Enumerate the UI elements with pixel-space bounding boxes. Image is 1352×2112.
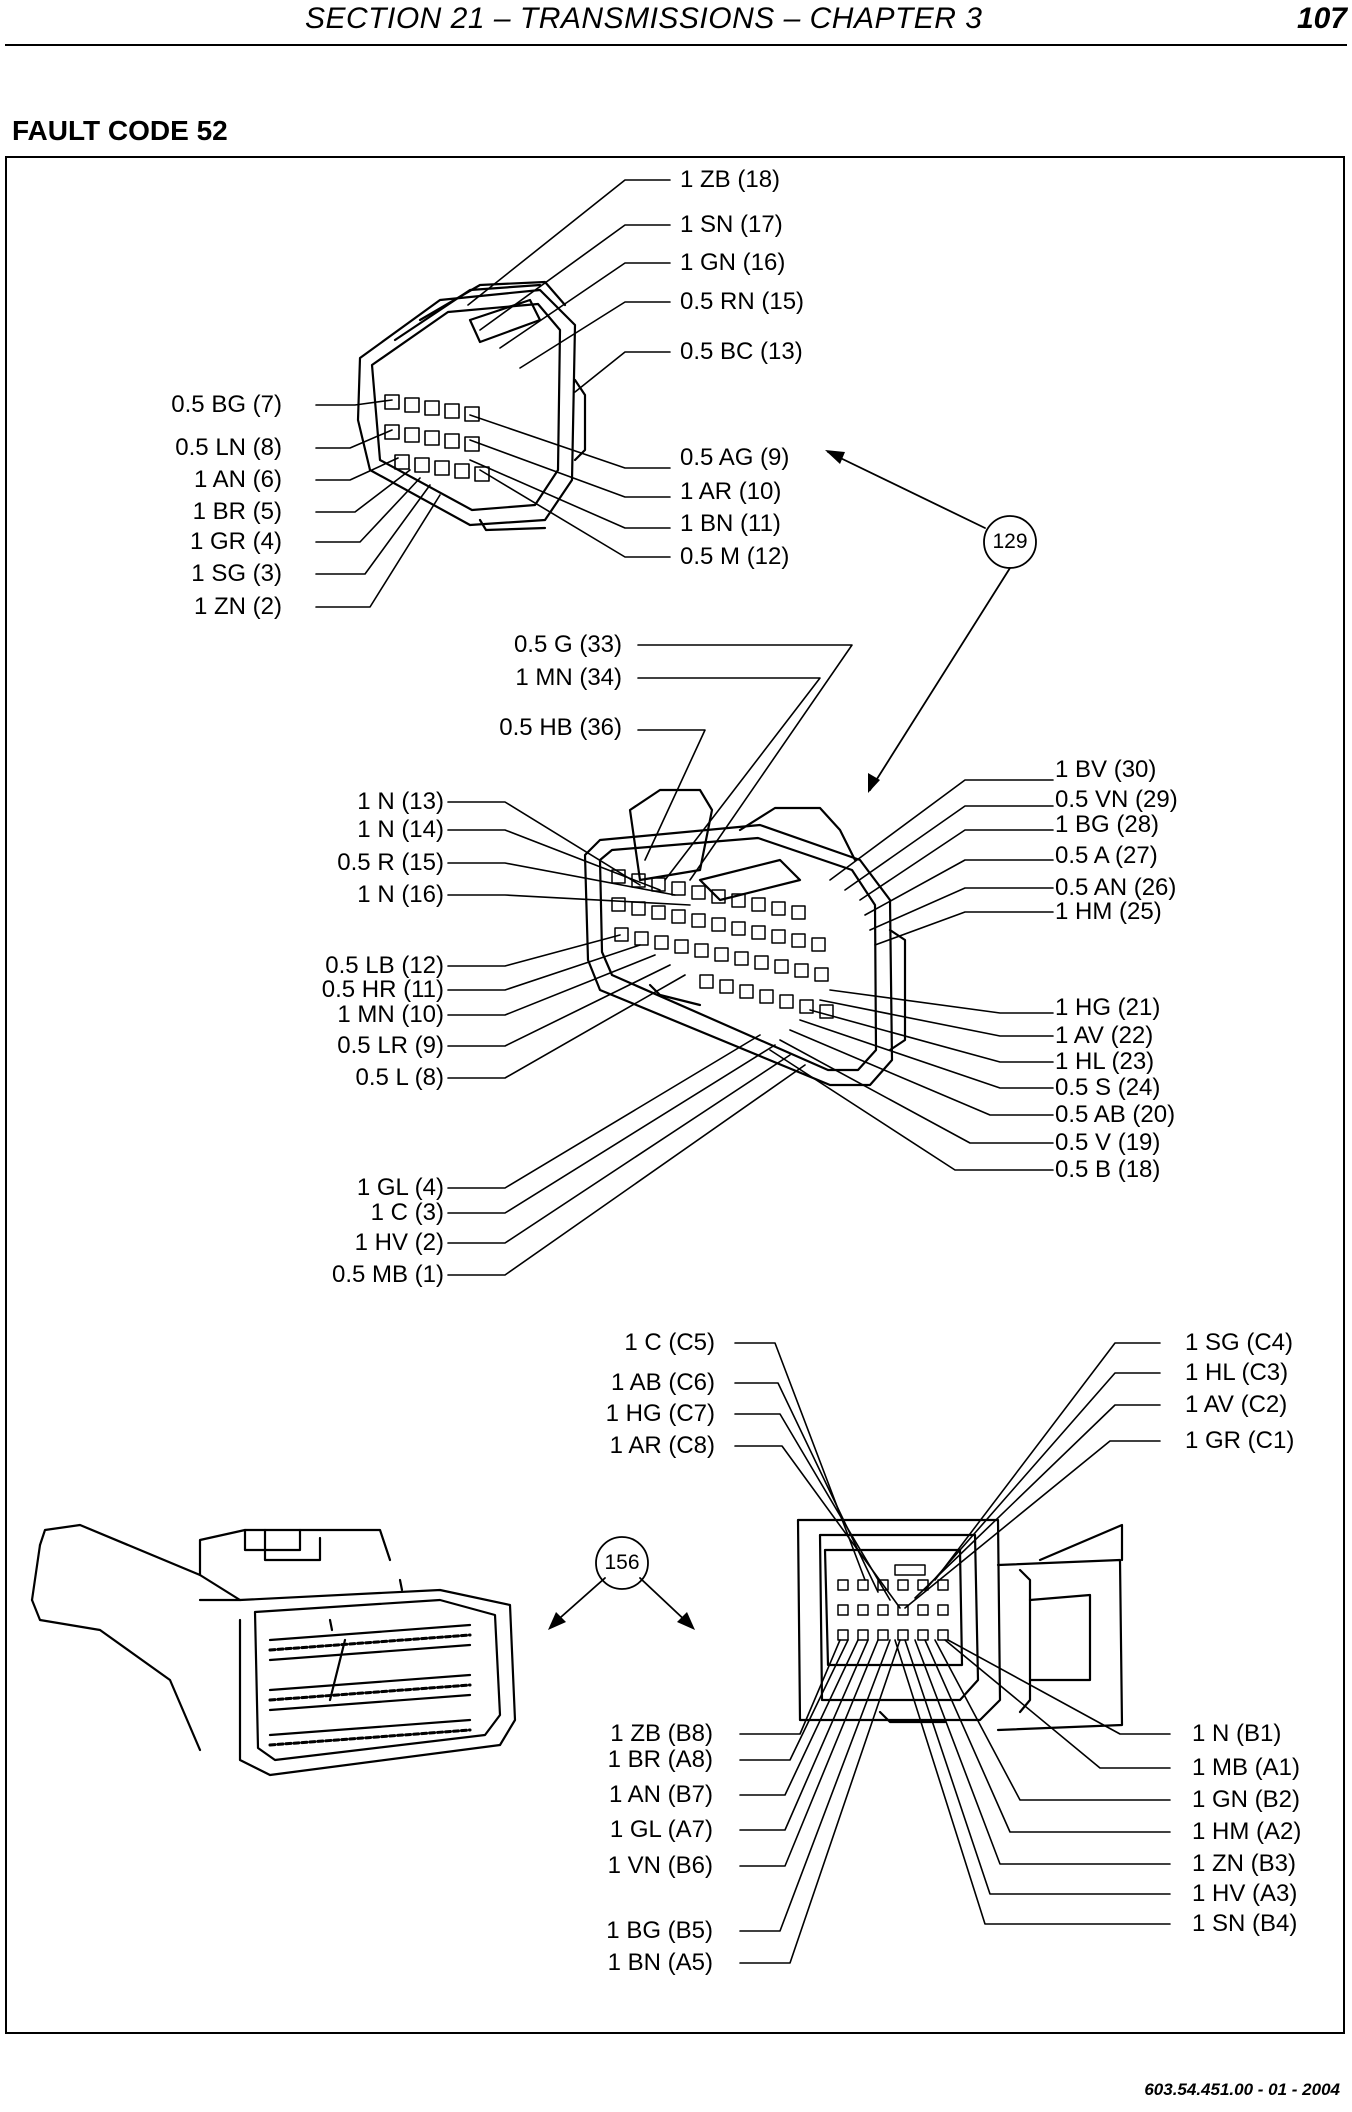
connector-a-wire-label: 1 ZN (2) (193, 593, 282, 620)
connector-a-wire-label: 0.5 AG (9) (680, 444, 790, 471)
connector-b-wire-label: 0.5 MB (1) (331, 1261, 444, 1288)
connector-a-housing (356, 280, 587, 532)
connector-c-wire-label: 1 HL (C3) (1185, 1359, 1289, 1386)
connector-b-wire-label: 1 AV (22) (1055, 1022, 1154, 1049)
connector-b-wire-label: 0.5 AB (20) (1055, 1101, 1176, 1128)
document-number: 603.54.451.00 - 01 - 2004 (1144, 2080, 1340, 2099)
connector-b-wire-label: 1 HG (21) (1055, 994, 1161, 1021)
connector-b-wire-label: 0.5 A (27) (1055, 842, 1158, 869)
connector-a-wire-label: 1 BN (11) (680, 510, 781, 537)
connector-a-wire-label: 1 AR (10) (680, 478, 782, 505)
connector-b-wire-label: 1 HV (2) (354, 1229, 444, 1256)
connector-b-wire-label: 0.5 R (15) (337, 849, 444, 876)
connector-c-wire-label: 1 HV (A3) (1192, 1880, 1298, 1907)
connector-a-wire-label: 0.5 M (12) (680, 543, 790, 570)
callout-156-arrows (551, 1577, 691, 1626)
connector-c-wire-label: 1 GL (A7) (609, 1816, 713, 1843)
connector-b-wire-label: 0.5 L (8) (355, 1064, 445, 1091)
connector-b-pins (611, 869, 834, 1019)
connector-b-wire-label: 0.5 LR (9) (337, 1032, 444, 1059)
connector-c-wire-label: 1 ZB (B8) (610, 1720, 713, 1747)
connector-c-leaders (734, 1342, 1171, 1964)
callout-129-circle (983, 515, 1037, 569)
connector-c-wire-label: 1 AN (B7) (608, 1781, 713, 1808)
page-number: 107 (1296, 2, 1347, 35)
connector-c-wire-label: 1 MB (A1) (1192, 1754, 1301, 1781)
connector-b-wire-label: 0.5 S (24) (1055, 1074, 1161, 1101)
connector-a-wire-label: 0.5 BG (7) (171, 391, 282, 418)
connector-c-wire-label: 1 HG (C7) (605, 1400, 715, 1427)
connector-b-wire-label: 0.5 V (19) (1055, 1129, 1161, 1156)
connector-b-wire-label: 0.5 HB (36) (499, 714, 622, 741)
connector-b-leaders (447, 644, 1054, 1276)
callout-156-circle (595, 1536, 649, 1590)
connector-a-wire-label: 1 SN (17) (680, 211, 783, 238)
connector-b-wire-label: 1 MN (34) (515, 664, 622, 691)
connector-b-housing (583, 788, 907, 1087)
connector-a-wire-label: 0.5 LN (8) (175, 434, 282, 461)
callout-156-number: 156 (604, 1551, 640, 1574)
connector-c-wire-label: 1 AR (C8) (609, 1432, 715, 1459)
connector-a-pins (384, 394, 490, 482)
connector-c-wire-label: 1 GR (C1) (1185, 1427, 1295, 1454)
connector-c-pins (837, 1564, 949, 1641)
connector-b-wire-label: 0.5 VN (29) (1055, 786, 1178, 813)
connector-a-wire-label: 1 BR (5) (192, 498, 282, 525)
connector-c-wire-label: 1 N (B1) (1192, 1720, 1282, 1747)
connector-c-wire-label: 1 ZN (B3) (1192, 1850, 1297, 1877)
connector-c-wire-label: 1 BN (A5) (607, 1949, 713, 1976)
callout-129-number: 129 (992, 530, 1028, 553)
connector-a-wire-label: 1 SG (3) (191, 560, 282, 587)
connector-b-wire-label: 1 HM (25) (1055, 898, 1162, 925)
connector-c-wire-label: 1 VN (B6) (607, 1852, 713, 1879)
connector-c-wire-label: 1 BR (A8) (607, 1746, 713, 1773)
connector-b-wire-label: 0.5 HR (11) (321, 976, 444, 1003)
connector-b-wire-label: 1 BV (30) (1055, 756, 1157, 783)
connector-c-wire-label: 1 GN (B2) (1192, 1786, 1301, 1813)
connector-c-wire-label: 1 AB (C6) (610, 1369, 715, 1396)
connector-a-wire-label: 0.5 BC (13) (680, 338, 803, 365)
connector-c-wire-label: 1 HM (A2) (1192, 1818, 1302, 1845)
connector-c-wire-label: 1 SN (B4) (1192, 1910, 1298, 1937)
connector-b-wire-label: 1 BG (28) (1055, 811, 1160, 838)
connector-b-wire-label: 1 HL (23) (1055, 1048, 1155, 1075)
connector-a-wire-label: 1 ZB (18) (680, 166, 781, 193)
connector-b-wire-label: 0.5 B (18) (1055, 1156, 1161, 1183)
connector-c-wire-label: 1 C (C5) (624, 1329, 715, 1356)
connector-c-housing (796, 1518, 1124, 1732)
connector-b-wire-label: 0.5 LB (12) (325, 952, 444, 979)
connector-b-wire-label: 1 N (13) (357, 788, 444, 815)
connector-a-wire-label: 1 AN (6) (193, 466, 282, 493)
connector-b-wire-label: 0.5 AN (26) (1055, 874, 1177, 901)
connector-c-wire-label: 1 AV (C2) (1185, 1391, 1288, 1418)
harness-plug (30, 1523, 517, 1777)
connector-a-wire-label: 0.5 RN (15) (680, 288, 805, 315)
connector-a-wire-label: 1 GN (16) (680, 249, 786, 276)
section-header: SECTION 21 – TRANSMISSIONS – CHAPTER 3 (305, 2, 983, 35)
connector-b-wire-label: 1 C (3) (370, 1199, 444, 1226)
fault-code-title: FAULT CODE 52 (12, 115, 228, 146)
connector-b-wire-label: 1 GL (4) (356, 1174, 444, 1201)
connector-a-wire-label: 1 GR (4) (189, 528, 282, 555)
diagram-frame (5, 156, 1345, 2034)
connector-c-wire-label: 1 SG (C4) (1185, 1329, 1294, 1356)
callout-129-arrows (827, 451, 1011, 791)
header-rule (5, 44, 1347, 46)
connector-b-wire-label: 0.5 G (33) (513, 631, 622, 658)
connector-a-leaders (315, 179, 671, 608)
connector-b-wire-label: 1 MN (10) (337, 1001, 444, 1028)
connector-b-wire-label: 1 N (14) (357, 816, 444, 843)
connector-c-wire-label: 1 BG (B5) (606, 1917, 713, 1944)
connector-b-wire-label: 1 N (16) (357, 881, 444, 908)
